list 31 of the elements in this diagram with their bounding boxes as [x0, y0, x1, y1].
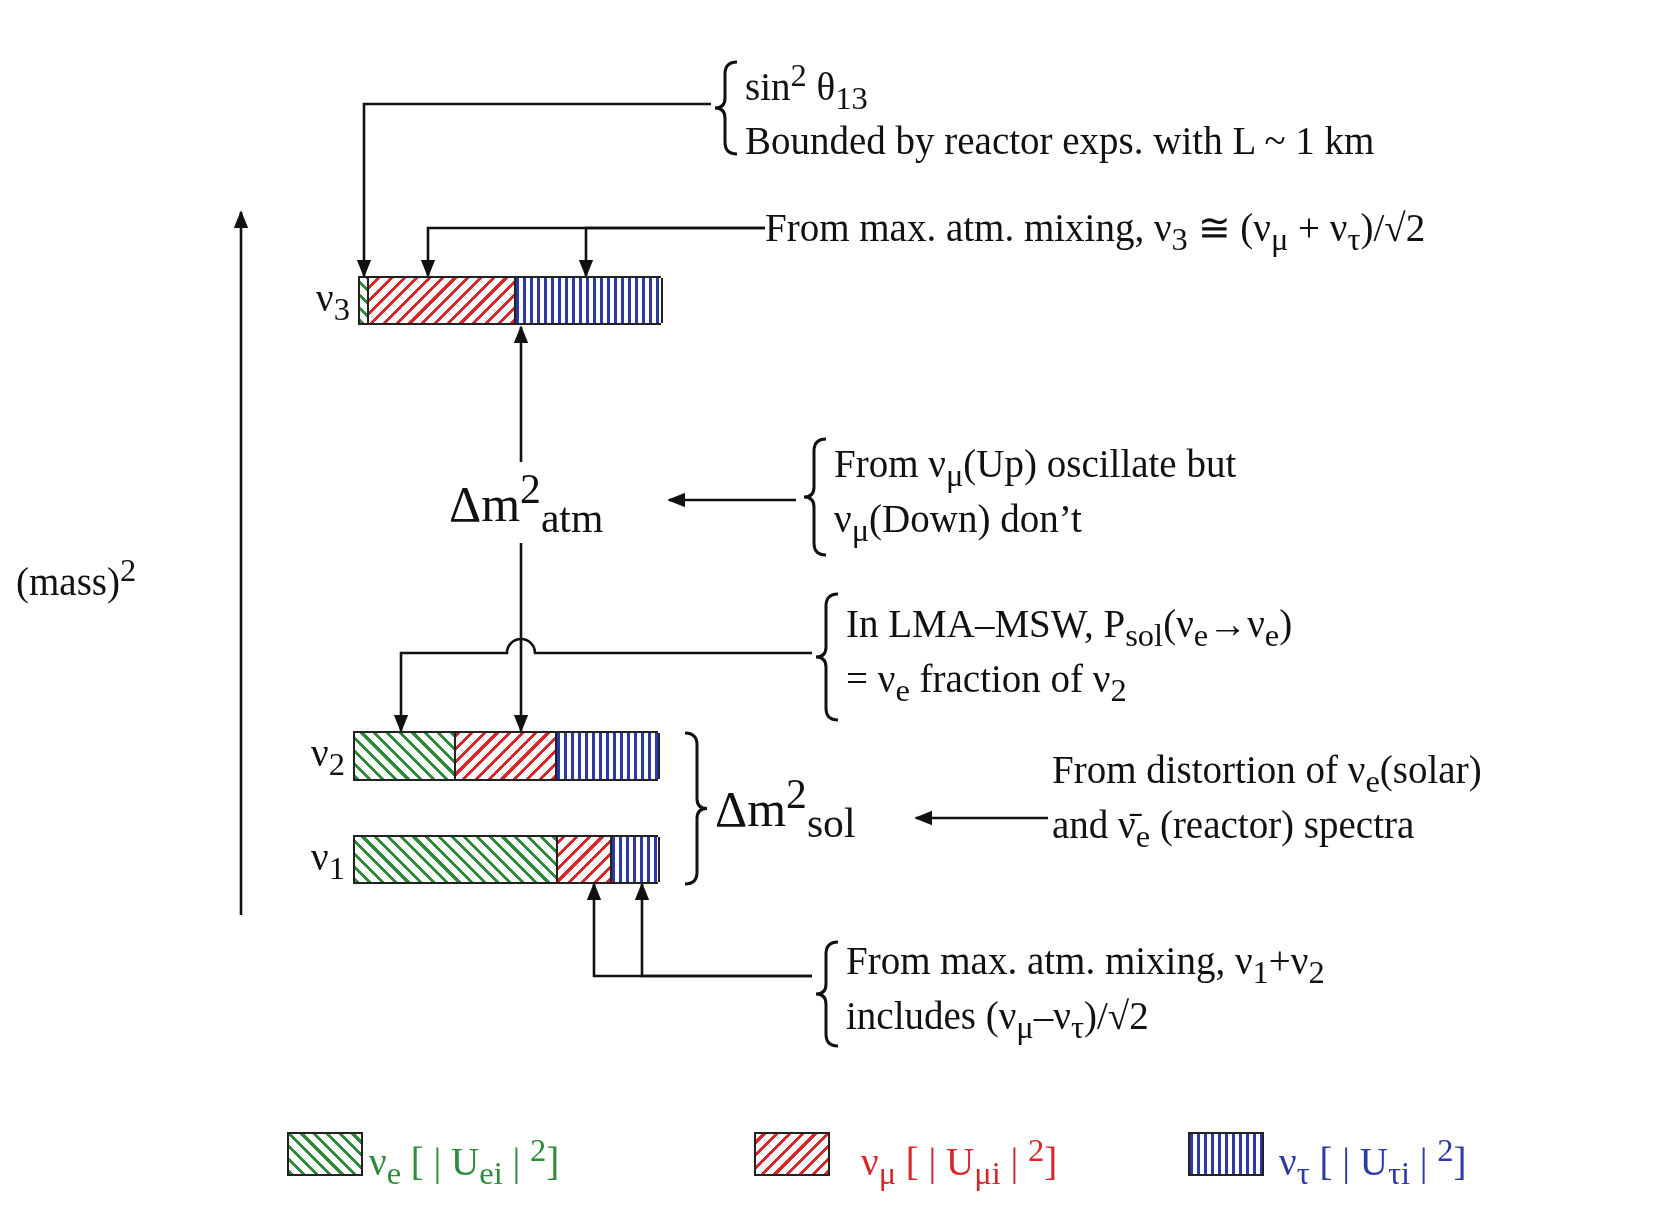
legend-text: ν$_{τ}$ [ | U$_{τi}$ | $^{2}$] [1279, 1131, 1467, 1193]
bar-segment [557, 733, 660, 779]
arrow [634, 882, 812, 978]
legend-text: ν$_{μ}$ [ | U$_{μi}$ | $^{2}$] [861, 1131, 1058, 1193]
bar-segment [360, 278, 369, 323]
bar-segment [369, 278, 516, 323]
bar-segment [355, 837, 558, 882]
annotation-text: From distortion of ν$_{e}$(solar) and ν̄$_{e}$ (reactor) spectra [1052, 748, 1483, 856]
state-label: ν$_{1}$ [311, 835, 345, 888]
arrow [578, 226, 765, 278]
arrow [914, 810, 1048, 826]
state-label: ν$_{2}$ [311, 731, 345, 784]
bar-segment [558, 837, 612, 882]
annotation-text: Bounded by reactor exps. with L ~ 1 km [745, 119, 1376, 164]
annotation-text: From max. atm. mixing, ν$_{1}$+ν$_{2}$ includes (ν$_{μ}$–ν$_{τ}$)/√2 [846, 939, 1326, 1047]
bar-segment [355, 733, 456, 779]
annotation-text: sin$^{2}$ θ$_{13}$ [745, 55, 869, 118]
annotation-text: From ν$_{μ}$(Up) oscillate but ν$_{μ}$(Down) don’t [834, 442, 1238, 550]
legend-text: ν$_{e}$ [ | U$_{ei}$ | $^{2}$] [369, 1131, 560, 1193]
bar-segment [516, 278, 663, 323]
arrow [393, 637, 812, 733]
annotation-text: In LMA–MSW, P$_{sol}$(ν$_{e}$→ν$_{e}$) = ν$_{e}$ fraction of ν$_{2}$ [846, 602, 1294, 710]
arrow [513, 325, 529, 462]
annotation-text: From max. atm. mixing, ν$_{3}$ ≅ (ν$_{μ}$ + ν$_{τ}$)/√2 [765, 205, 1427, 259]
bar-segment [612, 837, 660, 882]
arrow [667, 492, 796, 508]
bar-segment [456, 733, 557, 779]
axis-label: (mass)$^{2}$ [16, 551, 137, 604]
arrow [356, 102, 711, 278]
arrow [513, 543, 529, 733]
state-label: ν$_{3}$ [316, 276, 350, 329]
